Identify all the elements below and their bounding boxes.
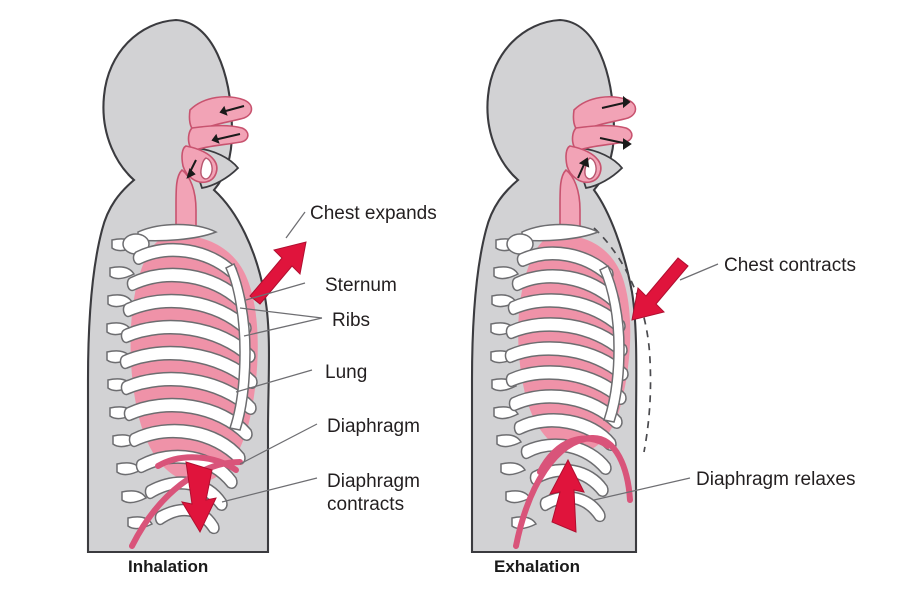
diaphragm-relaxes-arrow [549,458,585,533]
uvula [200,157,213,180]
leader-ribs-lower [243,317,323,337]
panel-inhalation: Chest expands Sternum Ribs Lung Diaphrag… [86,18,437,576]
chest-expands-arrow [249,241,307,305]
clavicle-inhalation [137,223,218,242]
label-diaphragm-contracts-line2: contracts [327,494,404,515]
label-chest-expands: Chest expands [310,203,437,224]
label-diaphragm: Diaphragm [327,416,420,437]
sternum-exhalation [599,264,625,423]
diaphragm-dome-exhalation [537,435,611,475]
nostril-airflow-arrow-out [601,95,631,109]
panel-exhalation: Chest contracts Diaphragm relaxes Exhala… [470,18,856,576]
chest-contracts-arrow [631,257,689,321]
nostril-airflow-arrow [219,105,245,116]
ribcage-exhalation [504,246,629,523]
mouth-airflow-arrow-out [599,137,632,150]
leader-chest-expands [285,211,306,239]
pharynx-airflow-arrow [186,159,197,179]
pharynx-airflow-arrow-out [577,157,590,179]
leader-chest-contracts [679,263,719,281]
label-diaphragm-contracts-line1: Diaphragm [327,471,420,492]
caption-inhalation: Inhalation [128,557,208,576]
diaphragm-contracts-arrow [180,461,217,534]
leader-diaphragm-relaxes [593,477,691,501]
label-chest-contracts: Chest contracts [724,255,856,276]
label-lung: Lung [325,362,367,383]
caption-exhalation: Exhalation [494,557,580,576]
label-ribs: Ribs [332,310,370,331]
leader-diaphragm [239,423,318,465]
leader-sternum [245,282,306,301]
diaphragm-dome-inhalation [155,454,239,473]
expanded-chest-dashed-outline [593,227,652,453]
sternum-inhalation [225,262,251,431]
mouth-airflow-arrow [211,133,241,144]
label-diaphragm-relaxes: Diaphragm relaxes [696,469,855,490]
leader-diaphragm-contracts [221,477,318,503]
label-sternum: Sternum [325,275,397,296]
leader-ribs-upper [239,307,323,319]
leader-lung [235,369,313,393]
clavicle-exhalation [521,223,600,242]
